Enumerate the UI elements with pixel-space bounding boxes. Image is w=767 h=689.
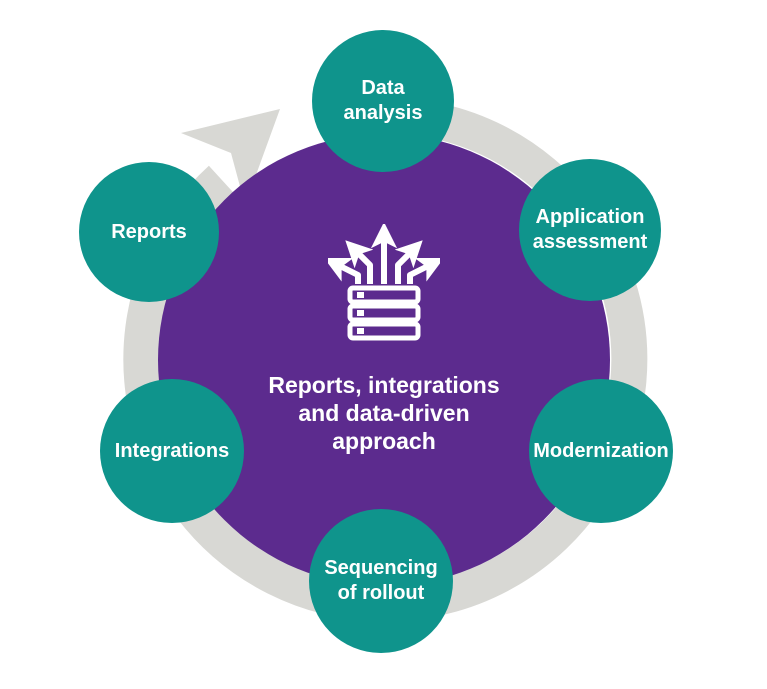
center-label: Reports, integrations and data-driven ap… bbox=[268, 372, 500, 454]
node-data-analysis: Data analysis bbox=[312, 30, 454, 172]
cycle-arrowhead-icon bbox=[181, 109, 280, 205]
node-label: Data analysis bbox=[343, 77, 423, 124]
server-icon bbox=[347, 285, 421, 341]
center-circle bbox=[158, 134, 610, 586]
node-label: Modernization bbox=[533, 439, 669, 462]
branching-arrows-icon bbox=[328, 224, 440, 284]
node-label: Application assessment bbox=[532, 206, 648, 253]
node-application-assessment: Application assessment bbox=[519, 159, 661, 301]
node-reports: Reports bbox=[79, 162, 219, 302]
node-label: Sequencing of rollout bbox=[324, 557, 438, 604]
node-integrations: Integrations bbox=[100, 379, 244, 523]
node-modernization: Modernization bbox=[529, 379, 673, 523]
node-sequencing-of-rollout: Sequencing of rollout bbox=[309, 509, 453, 653]
node-label: Reports bbox=[111, 220, 187, 243]
server-with-branching-arrows-icon bbox=[328, 224, 440, 341]
node-label: Integrations bbox=[114, 439, 230, 462]
